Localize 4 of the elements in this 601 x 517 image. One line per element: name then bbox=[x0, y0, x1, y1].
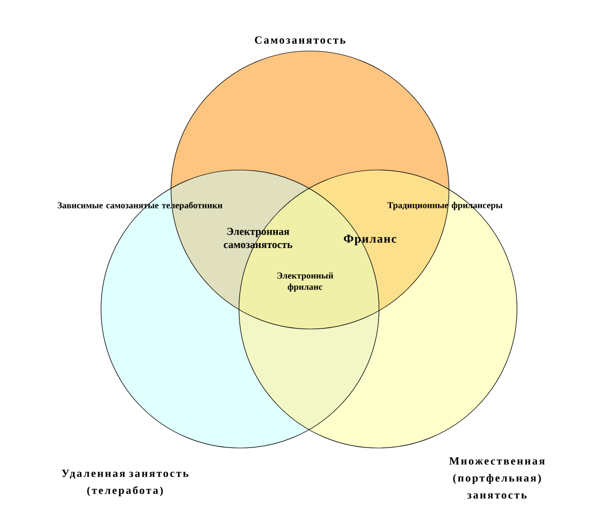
circle-heading: Множественная (портфельная) занятость bbox=[449, 457, 545, 499]
region-label: Электронный фриланс bbox=[277, 272, 334, 292]
circle-heading: Самозанятость bbox=[254, 36, 346, 44]
circle-heading: Удаленная занятость (телеработа) bbox=[62, 470, 188, 496]
